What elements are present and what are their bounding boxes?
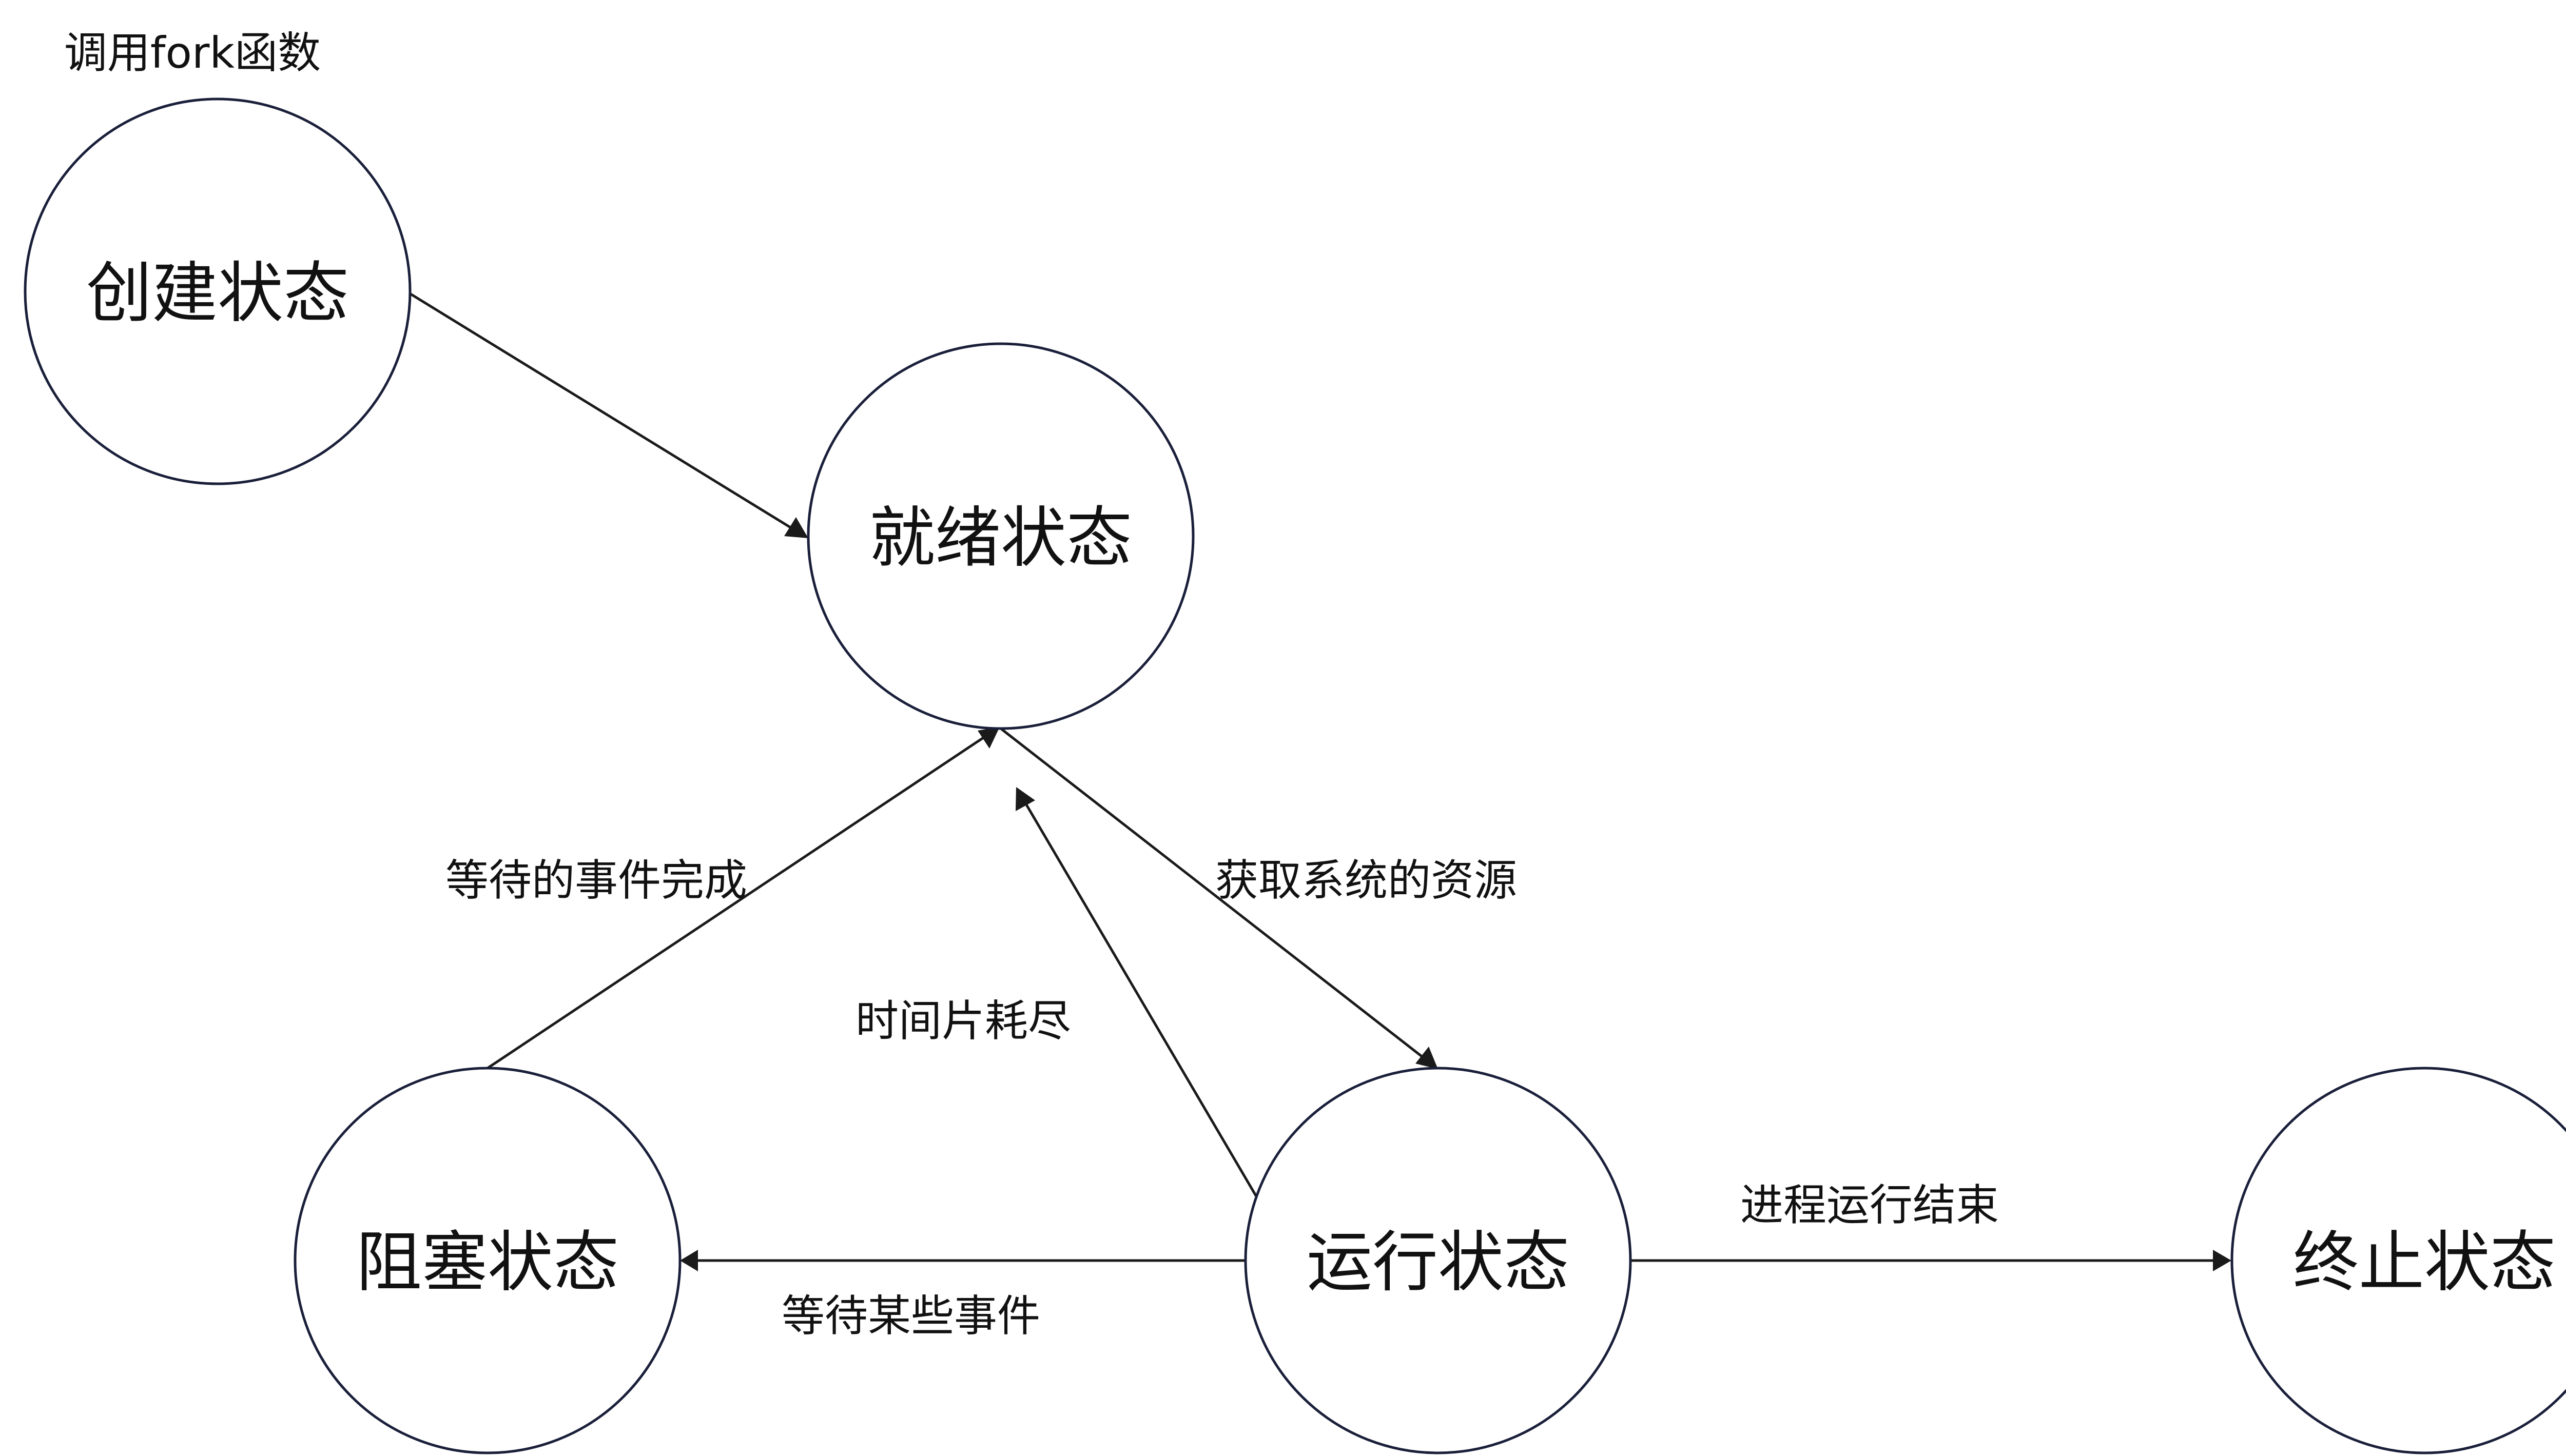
state-running-label: 运行状态: [1307, 1225, 1569, 1301]
state-ready: 就绪状态: [807, 342, 1195, 730]
arrowhead-blocked-to-ready: [978, 727, 1000, 749]
edge-running-to-terminated: [1629, 1250, 2231, 1271]
edge-create-to-ready: [410, 292, 808, 538]
label-running-to-terminated: 进程运行结束: [1740, 1180, 1999, 1230]
label-running-to-ready: 时间片耗尽: [856, 996, 1071, 1046]
edge-blocked-to-ready: [487, 727, 1000, 1070]
transitions: [410, 292, 2231, 1271]
fork-call-note: 调用fork函数: [64, 28, 321, 78]
label-ready-to-running: 获取系统的资源: [1215, 855, 1517, 906]
label-blocked-to-ready: 等待的事件完成: [445, 855, 747, 906]
edge-running-to-blocked: [680, 1250, 1246, 1271]
state-ready-label: 就绪状态: [869, 500, 1132, 577]
edge-running-to-ready: [1016, 787, 1258, 1197]
state-terminated: 终止状态: [2230, 1067, 2566, 1454]
state-running: 运行状态: [1244, 1067, 1632, 1454]
state-blocked-label: 阻塞状态: [356, 1225, 619, 1301]
arrowhead-ready-to-running: [1415, 1047, 1438, 1069]
state-terminated-label: 终止状态: [2293, 1225, 2556, 1301]
arrowhead-running-to-ready: [1016, 787, 1035, 811]
state-create-label: 创建状态: [86, 255, 349, 332]
state-blocked: 阻塞状态: [294, 1067, 682, 1454]
label-running-to-blocked: 等待某些事件: [782, 1291, 1040, 1341]
edge-ready-to-running: [1000, 727, 1438, 1069]
arrowhead-running-to-terminated: [2213, 1250, 2231, 1271]
transition-labels: 获取系统的资源 时间片耗尽 等待的事件完成 等待某些事件 进程运行结束: [445, 855, 1999, 1341]
arrowhead-create-to-ready: [784, 517, 808, 538]
state-create: 创建状态: [24, 97, 412, 485]
arrowhead-running-to-blocked: [680, 1250, 698, 1271]
